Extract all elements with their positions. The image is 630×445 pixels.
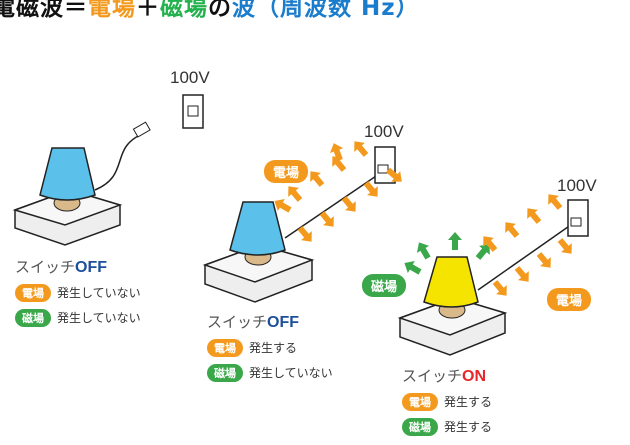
switch-status: スイッチOFF <box>15 256 141 277</box>
switch-status: スイッチOFF <box>207 311 333 332</box>
electric-status: 発生していない <box>57 286 141 300</box>
lamp-scene-1 <box>12 94 204 246</box>
electric-badge: 電場 <box>15 284 51 302</box>
switch-state: OFF <box>75 259 108 276</box>
magnetic-status: 発生していない <box>57 311 141 325</box>
electric-status-row: 電場発生する <box>402 393 492 411</box>
magnetic-status-row: 磁場発生していない <box>207 364 333 382</box>
magnetic-badge: 磁場 <box>207 364 243 382</box>
title-no: の <box>208 0 232 21</box>
page-title: 電磁波＝電場＋磁場の波（周波数 Hz） <box>0 0 420 22</box>
switch-state: ON <box>462 368 487 385</box>
lamp-scene-2 <box>202 136 407 303</box>
electric-status: 発生する <box>249 341 298 355</box>
title-text: 電磁波＝ <box>0 0 88 21</box>
electric-status-row: 電場発生していない <box>15 284 141 302</box>
scene-3-legend: スイッチON 電場発生する 磁場発生する <box>402 365 492 436</box>
switch-label: スイッチ <box>402 367 463 385</box>
electric-status: 発生する <box>444 395 493 409</box>
switch-status: スイッチON <box>402 365 492 386</box>
electric-field-label: 電場 <box>547 288 592 311</box>
scene-2-legend: スイッチOFF 電場発生する 磁場発生していない <box>207 311 333 382</box>
magnetic-field-label: 磁場 <box>362 274 407 297</box>
electric-badge: 電場 <box>402 393 438 411</box>
title-plus: ＋ <box>136 0 160 21</box>
electric-field-label: 電場 <box>264 160 309 183</box>
magnetic-status-row: 磁場発生する <box>402 418 492 436</box>
voltage-label-3: 100V <box>557 176 597 195</box>
electric-status-row: 電場発生する <box>207 339 333 357</box>
electric-badge: 電場 <box>207 339 243 357</box>
title-magnetic: 磁場 <box>160 0 208 21</box>
title-electric: 電場 <box>88 0 136 21</box>
switch-state: OFF <box>267 314 300 331</box>
switch-label: スイッチ <box>207 313 268 331</box>
magnetic-badge: 磁場 <box>15 309 51 327</box>
magnetic-status: 発生していない <box>249 366 333 380</box>
magnetic-status: 発生する <box>444 420 493 434</box>
lamp-scene-3 <box>397 189 589 356</box>
scene-1-legend: スイッチOFF 電場発生していない 磁場発生していない <box>15 256 141 327</box>
title-wave: 波（周波数 Hz） <box>232 0 420 21</box>
voltage-label-2: 100V <box>364 122 404 141</box>
voltage-label-1: 100V <box>170 68 210 87</box>
magnetic-status-row: 磁場発生していない <box>15 309 141 327</box>
switch-label: スイッチ <box>15 258 76 276</box>
magnetic-badge: 磁場 <box>402 418 438 436</box>
